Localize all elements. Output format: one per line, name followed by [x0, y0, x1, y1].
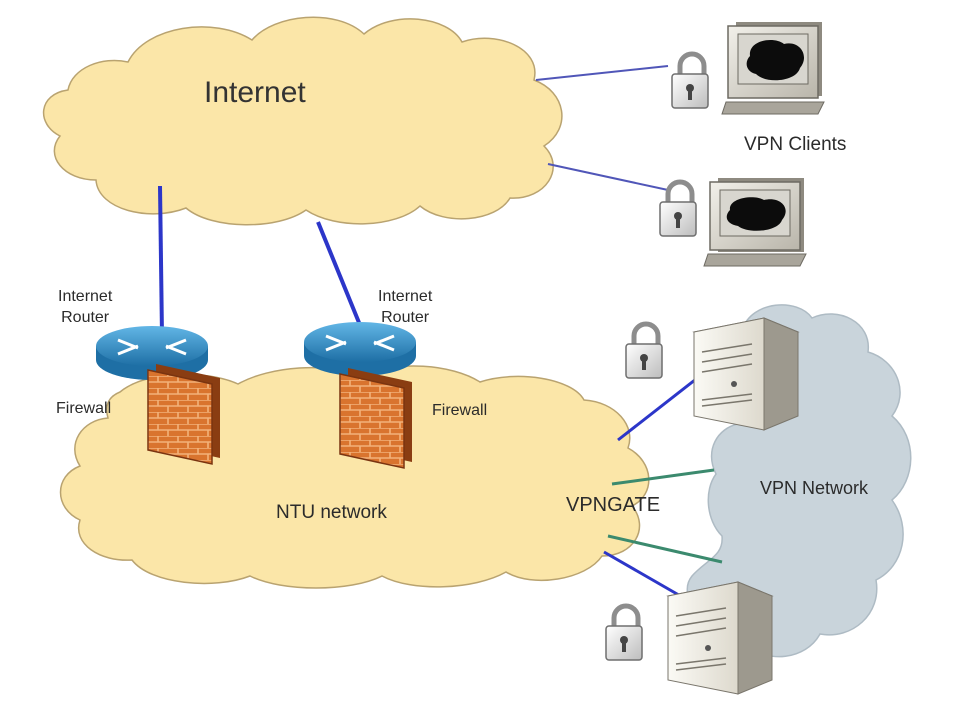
vpn-network-label: VPN Network [760, 478, 869, 498]
computer-icon [703, 178, 807, 267]
router-label-line1: Internet [378, 288, 433, 305]
firewall-icon [339, 368, 412, 469]
router-label-line2: Router [61, 309, 110, 326]
firewall-label-2: Firewall [432, 402, 488, 419]
server-icon [692, 317, 800, 431]
internet-label: Internet [204, 76, 306, 109]
link-gateway-vpn-1 [611, 468, 715, 486]
server-icon [666, 581, 774, 695]
router-label-line2: Router [381, 309, 430, 326]
lock-icon [671, 51, 709, 109]
lock-icon [605, 603, 643, 661]
firewall-label-1: Firewall [56, 400, 112, 417]
lock-icon [625, 321, 663, 379]
router-label-2: Internet Router [378, 286, 432, 328]
vpngate-label: VPNGATE [566, 494, 661, 516]
link-gateway-vpn-2 [607, 534, 723, 564]
link-gateway-server-1 [617, 374, 701, 442]
router-label-1: Internet Router [58, 286, 112, 328]
connection-lines [158, 65, 723, 600]
router-label-line1: Internet [58, 288, 113, 305]
firewall-icon [147, 364, 220, 465]
link-internet-client-1 [535, 65, 669, 81]
link-internet-router-2 [316, 221, 364, 331]
link-internet-client-2 [547, 163, 669, 191]
vpn-clients-label: VPN Clients [744, 134, 847, 155]
link-internet-router-1 [158, 185, 164, 337]
computer-icon [721, 22, 825, 115]
internet-cloud [43, 16, 563, 226]
ntu-network-label: NTU network [276, 502, 387, 523]
lock-icon [659, 179, 697, 237]
router-icon [304, 322, 416, 376]
link-gateway-server-2 [603, 550, 685, 600]
